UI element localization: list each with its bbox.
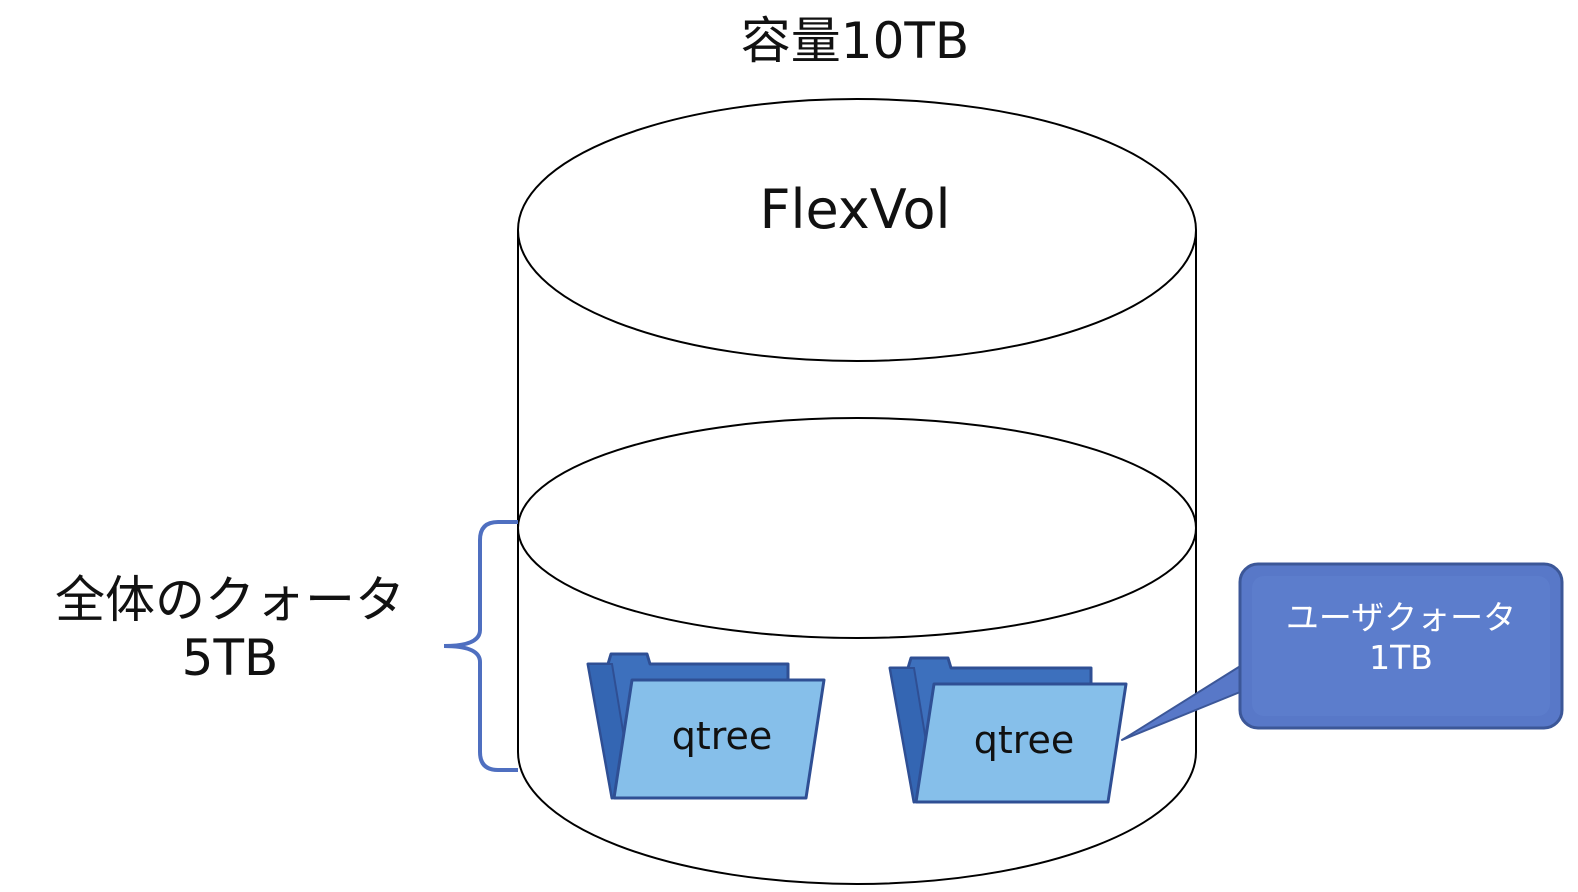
qtree-folder-icon xyxy=(586,652,826,800)
overall-quota-size: 5TB xyxy=(181,628,279,687)
overall-quota-label: 全体のクォータ 5TB xyxy=(10,571,450,687)
qtree-folder-icon xyxy=(888,656,1128,804)
user-quota-title: ユーザクォータ xyxy=(1285,598,1517,637)
user-quota-size: 1TB xyxy=(1369,637,1433,677)
cylinder-top xyxy=(517,98,1197,362)
qtree-label: qtree xyxy=(671,714,773,758)
overall-quota-title: 全体のクォータ xyxy=(55,571,405,629)
capacity-label: 容量10TB xyxy=(740,12,970,70)
quota-level-ellipse xyxy=(517,417,1197,639)
flexvol-label: FlexVol xyxy=(759,178,951,241)
folder-front xyxy=(914,682,1128,804)
user-quota-text: ユーザクォータ 1TB xyxy=(1244,598,1558,677)
quota-brace xyxy=(443,520,518,772)
user-quota-callout xyxy=(1121,562,1564,741)
callout-shade xyxy=(1252,576,1550,716)
folder-front xyxy=(612,678,826,800)
qtree-label: qtree xyxy=(973,718,1075,762)
